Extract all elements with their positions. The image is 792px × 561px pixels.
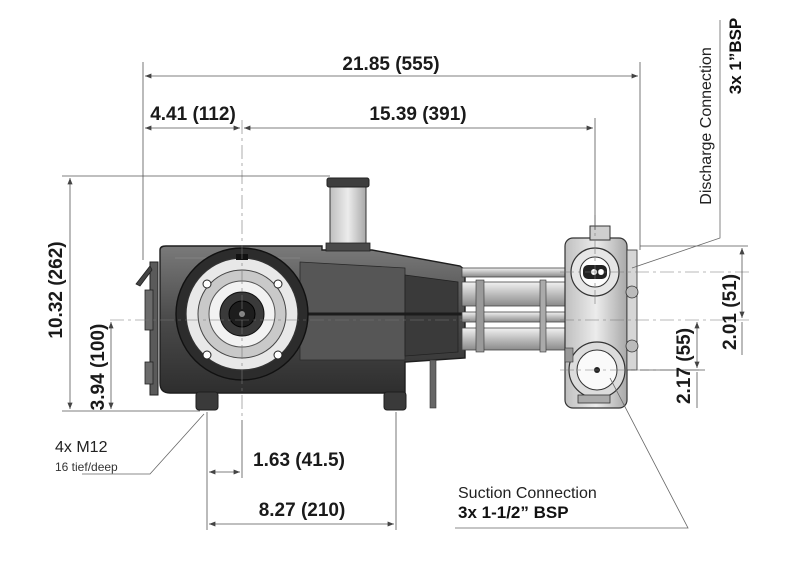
leader-discharge <box>631 20 721 269</box>
dim-left-offset: 4.41 (112) <box>150 104 236 125</box>
extension-lines <box>62 62 748 530</box>
dim-overall-length: 21.85 (555) <box>342 54 439 75</box>
dim-shaft-to-discharge: 15.39 (391) <box>369 104 466 125</box>
mounting-depth-label: 16 tief/deep <box>55 460 118 474</box>
mounting-foot-right <box>383 391 407 411</box>
dim-overall-height: 10.32 (262) <box>46 241 67 338</box>
manifold-head <box>564 225 639 409</box>
oil-reservoir <box>325 177 371 252</box>
suction-connection-label: Suction Connection <box>458 485 597 502</box>
mounting-foot-left <box>195 391 219 411</box>
leader-mounting-holes <box>82 413 205 475</box>
dim-foot-spacing: 8.27 (210) <box>259 500 346 521</box>
dimension-lines <box>67 73 745 527</box>
discharge-connection-size: 3x 1”BSP <box>726 18 745 95</box>
discharge-connection-label: Discharge Connection <box>698 47 715 204</box>
dim-suction-offset: 2.17 (55) <box>674 328 695 404</box>
mounting-holes-label: 4x M12 <box>55 439 108 456</box>
leader-suction <box>455 377 689 529</box>
leader-lines <box>82 20 721 529</box>
plunger-rods <box>461 267 573 353</box>
dim-shaft-height: 3.94 (100) <box>88 324 109 411</box>
dim-foot-offset: 1.63 (41.5) <box>253 450 345 471</box>
dim-discharge-offset: 2.01 (51) <box>720 274 741 350</box>
oil-dipstick <box>135 265 153 287</box>
center-lines <box>110 120 750 420</box>
suction-connection-size: 3x 1-1/2” BSP <box>458 503 569 522</box>
